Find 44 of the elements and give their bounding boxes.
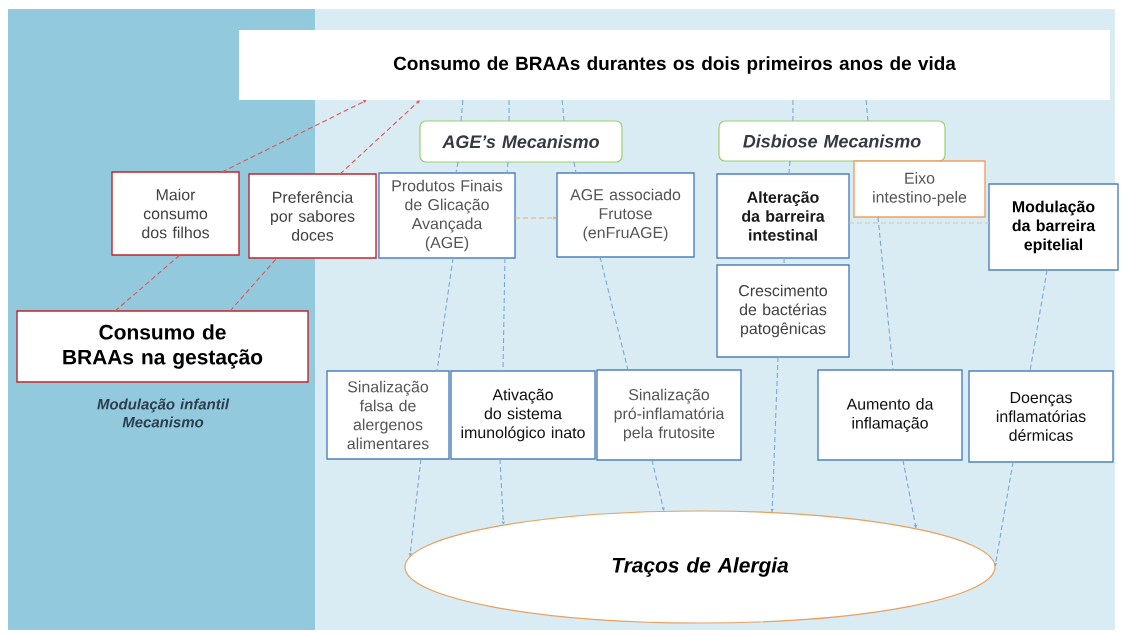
process-box: Eixo intestino-pele <box>853 160 986 218</box>
process-box: Preferência por sabores doces <box>248 173 377 259</box>
arrow <box>651 459 665 511</box>
connector-line <box>599 256 629 371</box>
process-box: Sinalização falsa de alergenos alimentares <box>326 370 450 460</box>
arrow <box>499 458 505 525</box>
connector-line <box>455 161 459 174</box>
connector-line <box>1029 269 1048 372</box>
connector-line <box>877 216 894 371</box>
process-box: Alteração da barreira intestinal <box>716 173 850 259</box>
arrow <box>514 216 557 220</box>
connector-line <box>865 99 869 122</box>
connector-line <box>460 99 464 122</box>
arrow <box>408 458 422 557</box>
connector-line <box>229 257 278 312</box>
arrow <box>902 459 917 529</box>
connector-line <box>436 257 454 372</box>
process-box: AGE associado Frutose (enFruAGE) <box>556 172 695 258</box>
arrow <box>339 100 420 175</box>
arrow <box>994 461 1014 567</box>
process-box: Crescimento de bactérias patogênicas <box>716 264 850 358</box>
process-box: Maior consumo dos filhos <box>111 171 240 256</box>
process-box: Consumo de BRAAs na gestação <box>16 310 309 383</box>
process-box: Modulação da barreira epitelial <box>988 183 1119 271</box>
mechanism-label: Modulação infantil Mecanismo <box>97 398 230 428</box>
connector-line <box>792 99 794 122</box>
connector-line <box>114 254 181 312</box>
connector-line <box>783 257 785 266</box>
connector-line <box>788 160 791 175</box>
connector-line <box>561 99 565 122</box>
mechanism-box: Disbiose Mecanismo <box>718 120 946 162</box>
arrow <box>221 100 367 173</box>
connector-line <box>506 161 509 174</box>
process-box: Ativação do sistema imunológico inato <box>450 370 596 460</box>
process-box: Sinalização pró-inflamatória pela frutosite <box>596 369 742 461</box>
connector-line <box>502 257 506 372</box>
process-box: Produtos Finais de Glicação Avançada (AGE) <box>378 172 516 259</box>
arrow <box>770 356 779 512</box>
title-box: Consumo de BRAAs durantes os dois primeiros anos de vida <box>239 30 1110 100</box>
mechanism-box: AGE’s Mecanismo <box>419 120 623 163</box>
process-box: Aumento da inflamação <box>817 369 963 461</box>
connector-line <box>508 99 510 122</box>
connector-line <box>573 161 577 174</box>
process-box: Doenças inflamatórias dérmicas <box>968 370 1114 463</box>
